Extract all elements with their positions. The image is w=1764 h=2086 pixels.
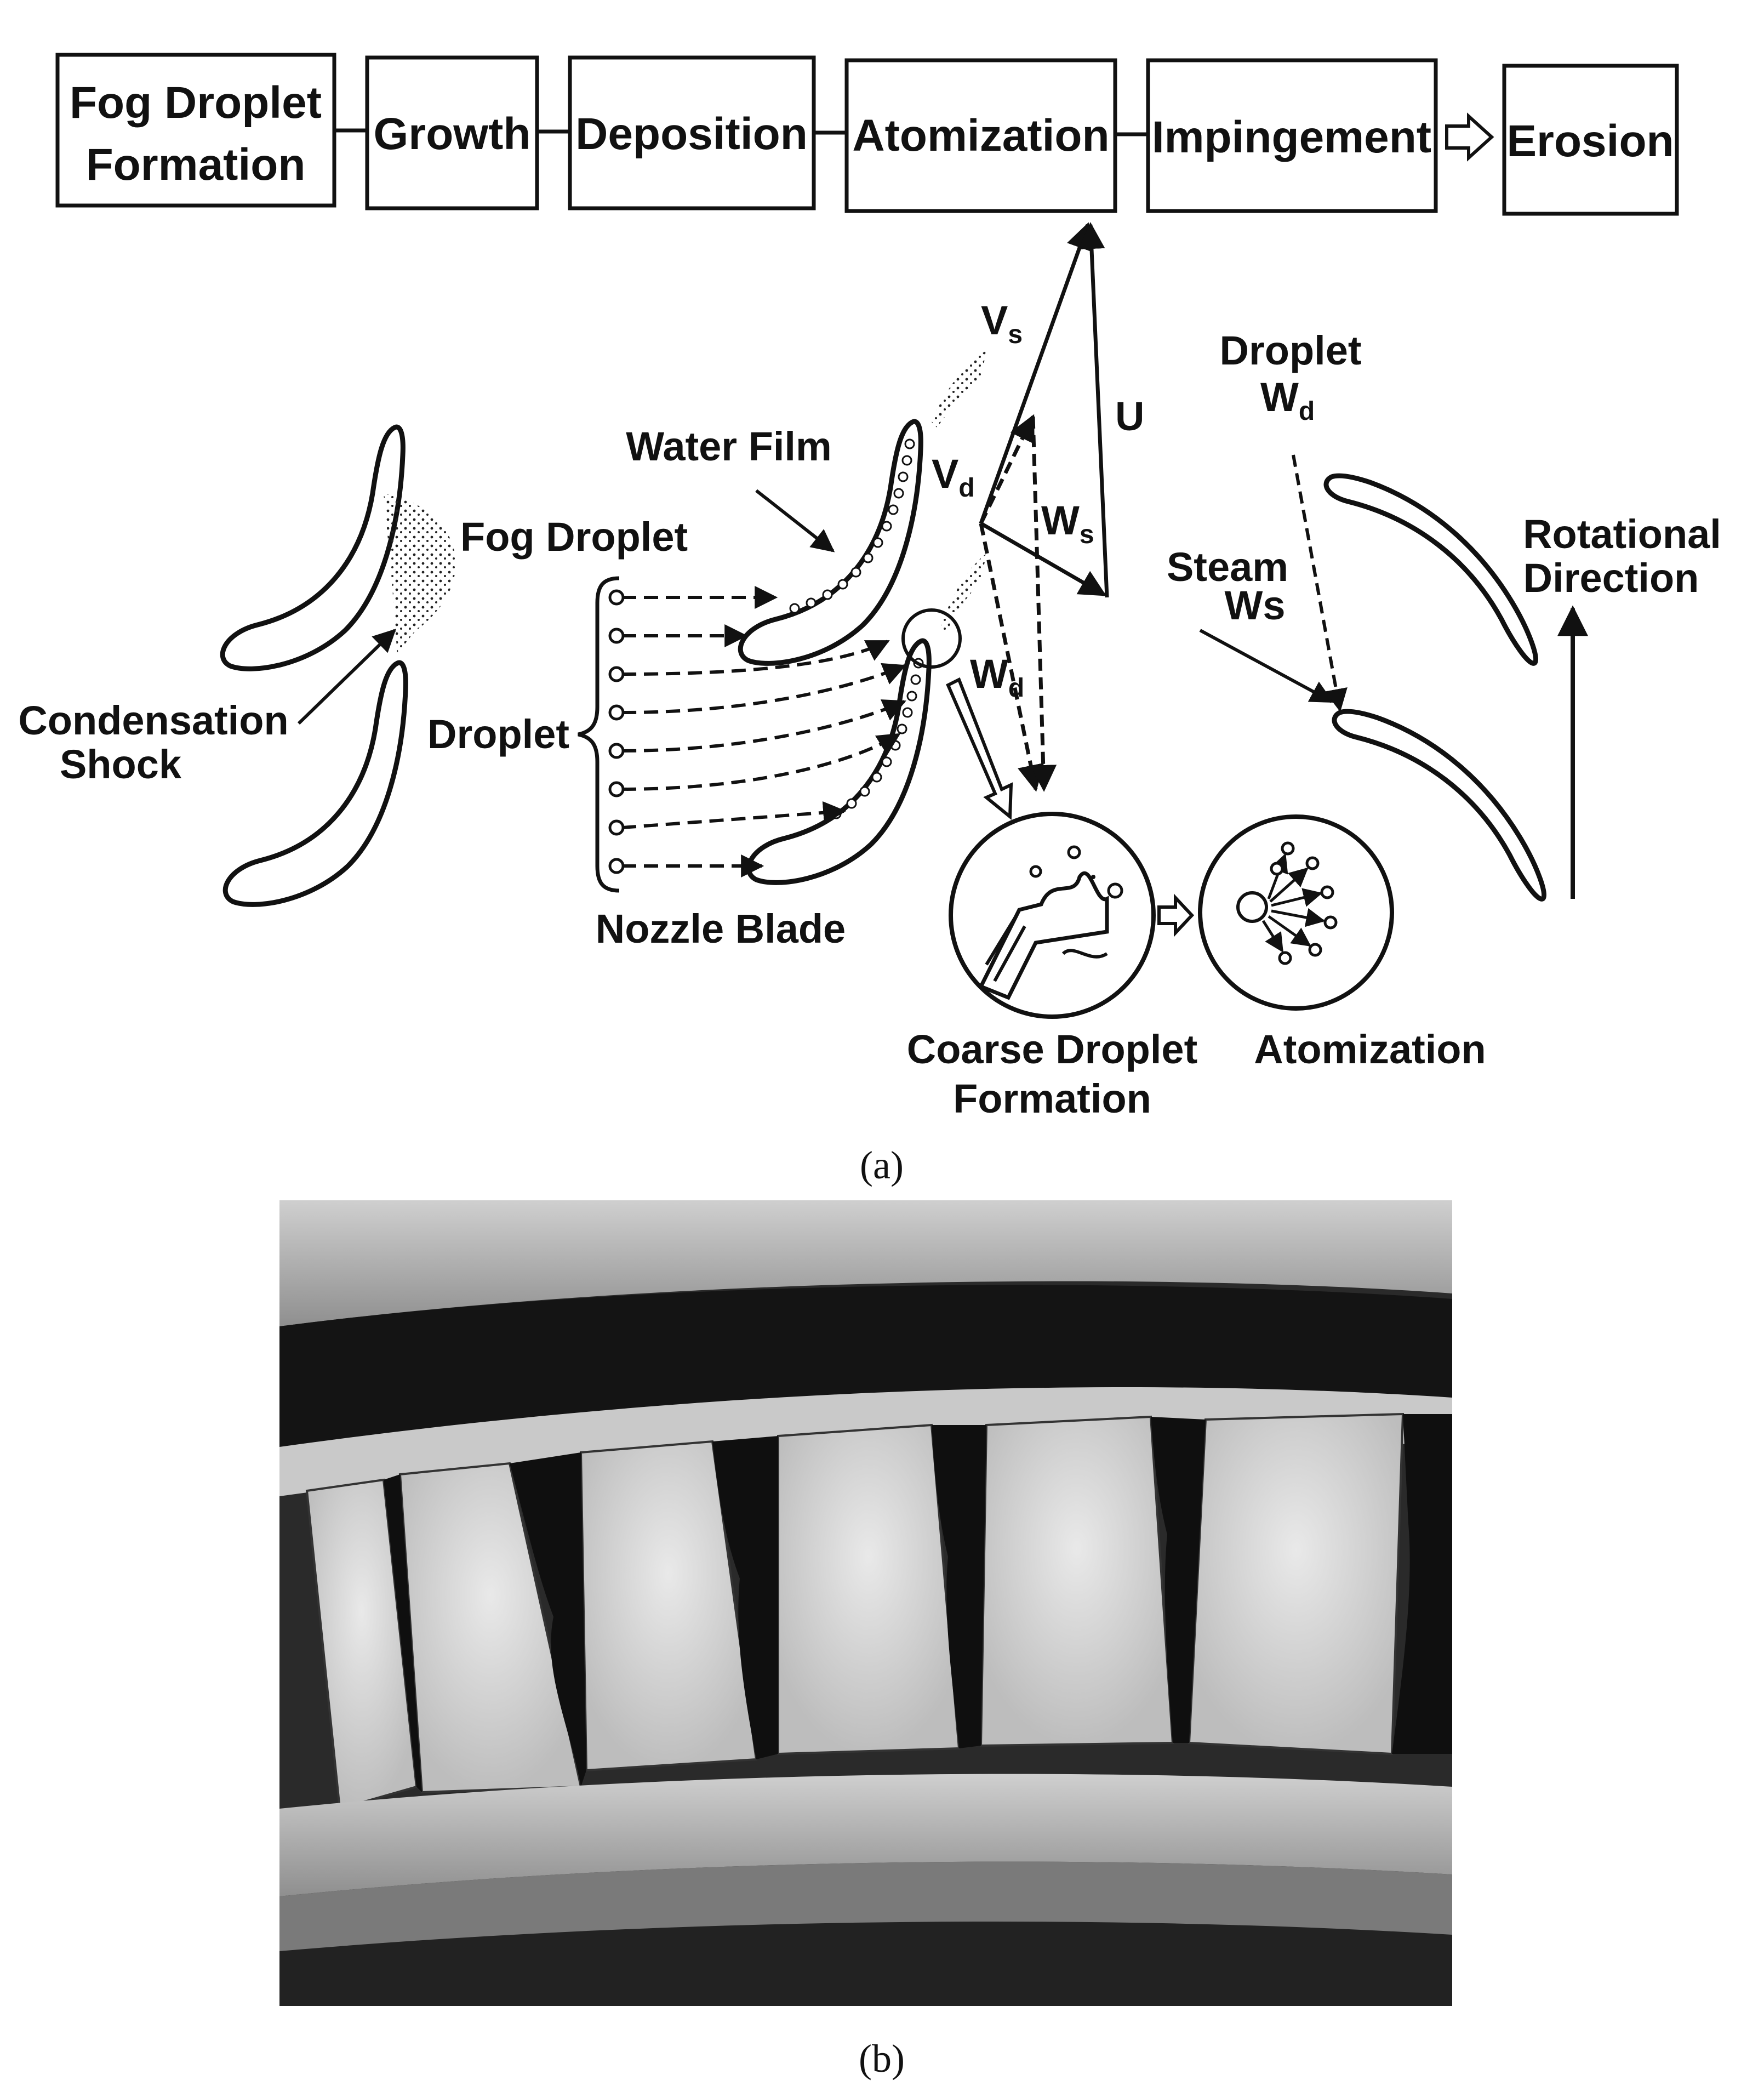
step-box-erosion	[1502, 64, 1679, 216]
rotor-blade-upper	[1323, 473, 1539, 666]
condensation-label-1: Condensation	[18, 698, 288, 743]
vector-ws	[980, 521, 1107, 597]
ws-label: Ws	[1041, 498, 1094, 549]
condensation-label-2: Shock	[60, 742, 182, 787]
droplet-wd-dashed-arrow	[1292, 454, 1348, 713]
nozzle-blades	[738, 419, 932, 885]
inset-hollow-arrow-icon	[1157, 893, 1195, 937]
process-labels: Fog Droplet Formation Growth Deposition …	[70, 78, 1674, 190]
rotor-blades	[1323, 473, 1547, 902]
atomization-inset-circle	[1198, 814, 1394, 1011]
coarse-label-1: Coarse Droplet	[907, 1027, 1197, 1072]
hollow-arrow-icon	[1445, 112, 1494, 162]
atomization-inset	[1198, 814, 1394, 1011]
vector-vs	[979, 222, 1093, 525]
caption-b: (b)	[859, 2037, 905, 2081]
condensation-pointer-arrow	[297, 629, 397, 725]
vd-label: Vd	[932, 451, 975, 503]
nozzle-blade-upper	[738, 419, 923, 666]
erosion-photo	[279, 1200, 1452, 2006]
coarse-label-2: Formation	[953, 1076, 1151, 1121]
rotational-label-2: Direction	[1523, 555, 1699, 601]
hub-shadow	[279, 1922, 1452, 2006]
step-label-fog-1: Fog Droplet	[70, 78, 322, 128]
left-blade-lower	[222, 660, 408, 907]
wd-label: Wd	[970, 651, 1024, 703]
left-blade-upper	[220, 424, 406, 671]
nozzle-blade-lower	[746, 638, 932, 885]
rotor-blade-lower	[1332, 709, 1547, 902]
vector-wd	[979, 523, 1044, 792]
droplet-label-right: Droplet	[1220, 328, 1362, 373]
step-label-impingement: Impingement	[1152, 112, 1431, 162]
nozzle-blade-label: Nozzle Blade	[596, 906, 846, 951]
droplet-origins	[608, 589, 625, 874]
steam-ws-arrow	[1199, 629, 1334, 703]
fog-spray-top	[932, 351, 986, 428]
left-blade-pair	[220, 424, 408, 907]
velocity-triangle	[979, 222, 1109, 792]
photo-blade-5	[979, 1415, 1174, 1747]
fog-droplet-label: Fog Droplet	[460, 514, 688, 560]
steam-ws-label: Ws	[1225, 583, 1286, 628]
water-film-label: Water Film	[626, 424, 832, 469]
coarse-film-shape	[978, 871, 1109, 1000]
step-box-fog-droplet-formation	[55, 53, 336, 208]
fog-droplet-cloud	[384, 493, 456, 655]
vector-vd	[979, 414, 1035, 525]
vs-label: Vs	[981, 298, 1023, 349]
step-box-impingement	[1146, 58, 1438, 213]
photo-blade-4	[777, 1423, 961, 1756]
u-label: U	[1115, 394, 1144, 439]
step-label-fog-2: Formation	[86, 140, 306, 190]
step-label-atomization: Atomization	[852, 111, 1109, 161]
detachment-circle	[901, 608, 962, 669]
atomization-core-drop	[1236, 891, 1268, 923]
erosion-shadows	[384, 1414, 1452, 1792]
steam-label: Steam	[1167, 544, 1288, 590]
vector-u	[1078, 222, 1109, 598]
step-label-growth: Growth	[374, 109, 531, 159]
eroded-blades	[305, 1412, 1405, 1810]
droplet-brace	[578, 576, 620, 893]
rotational-label-1: Rotational	[1523, 511, 1721, 557]
step-box-deposition	[568, 55, 816, 210]
hollow-arrow-down-icon	[946, 677, 1013, 820]
atomization-label: Atomization	[1254, 1027, 1486, 1072]
dark-band-top	[279, 1285, 1452, 1447]
droplet-wd-label: Wd	[1260, 374, 1315, 426]
water-film-pointer-arrow	[755, 489, 835, 552]
inner-ring-bottom	[279, 1774, 1452, 1896]
water-film-beads	[789, 438, 924, 819]
droplet-paths	[621, 586, 906, 877]
outer-ring-top	[279, 1200, 1452, 1326]
fog-spray-mid	[940, 554, 986, 636]
process-flow	[55, 53, 1679, 216]
photo-blade-6	[1188, 1412, 1405, 1756]
step-label-deposition: Deposition	[575, 109, 808, 159]
coarse-droplet-inset	[949, 812, 1156, 1019]
step-label-erosion: Erosion	[1506, 116, 1674, 166]
vector-wd-2	[1030, 416, 1057, 792]
caption-a: (a)	[860, 1143, 904, 1187]
droplet-label-mid: Droplet	[427, 711, 569, 757]
step-box-growth	[365, 55, 539, 210]
